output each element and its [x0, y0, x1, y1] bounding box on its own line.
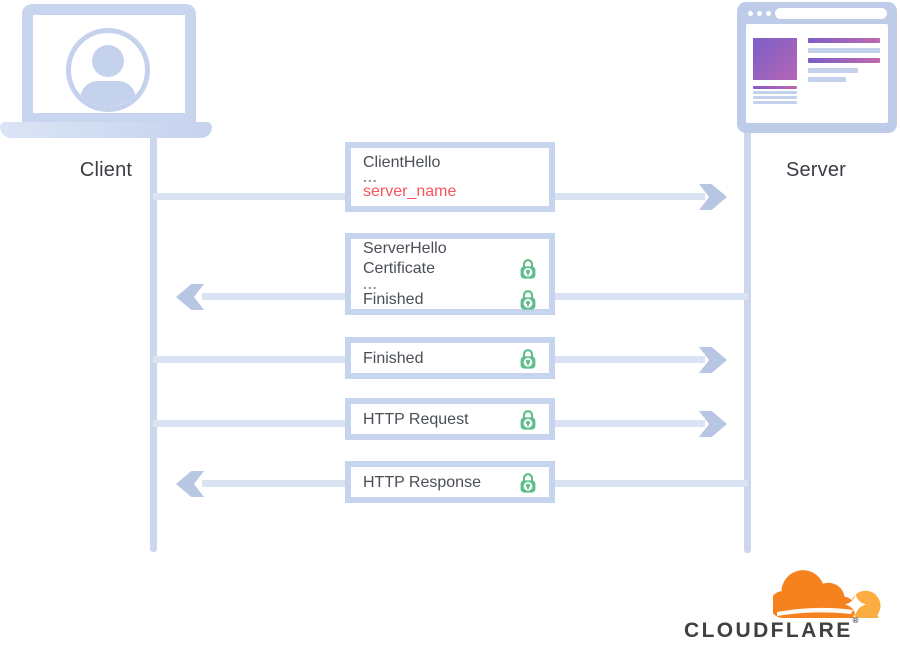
content-image-placeholder: [753, 38, 797, 80]
server-lifeline: [744, 132, 751, 553]
client-label: Client: [79, 159, 133, 181]
client-lifeline: [150, 132, 157, 552]
lock-icon: [519, 258, 537, 279]
content-line: [808, 77, 846, 82]
message-box-http-response: HTTP Response: [345, 461, 555, 503]
lock-icon: [519, 289, 537, 310]
message-text: HTTP Request: [363, 410, 469, 428]
laptop-screen: [22, 4, 196, 124]
message-text: Finished: [363, 349, 424, 367]
message-row: Finished: [363, 289, 537, 310]
content-line: [808, 38, 880, 43]
content-line: [808, 68, 858, 73]
lock-icon: [519, 472, 537, 493]
cloudflare-wordmark: CLOUDFLARE®: [684, 616, 859, 643]
message-text: HTTP Response: [363, 473, 481, 491]
avatar-body: [80, 81, 136, 107]
message-ellipsis: ...: [363, 169, 378, 185]
arrow-head-icon: [176, 471, 204, 497]
address-bar: [775, 8, 887, 19]
message-row: Finished: [363, 348, 537, 369]
user-avatar-icon: [66, 28, 150, 112]
browser-dot-icon: [748, 11, 753, 16]
message-row: HTTP Request: [363, 409, 537, 430]
content-line: [753, 91, 797, 94]
cloudflare-logo: CLOUDFLARE®: [680, 566, 890, 652]
avatar-head: [92, 45, 124, 77]
content-line: [753, 96, 797, 99]
message-row: Certificate: [363, 258, 537, 279]
cloudflare-cloud-icon: [773, 570, 881, 618]
message-text: ServerHello: [363, 239, 447, 257]
laptop-base: [0, 122, 212, 138]
message-row: HTTP Response: [363, 472, 537, 493]
message-ellipsis: ...: [363, 275, 378, 292]
browser-content: [746, 24, 888, 123]
message-box-finished: Finished: [345, 337, 555, 379]
message-box-serverhello: ServerHello Certificate ... Finished: [345, 233, 555, 315]
content-line: [753, 86, 797, 89]
registered-mark: ®: [852, 616, 859, 625]
browser-dot-icon: [766, 11, 771, 16]
message-text: Finished: [363, 290, 424, 308]
content-line: [753, 101, 797, 104]
lock-icon: [519, 409, 537, 430]
message-box-http-request: HTTP Request: [345, 398, 555, 440]
wordmark-text: CLOUDFLARE: [684, 619, 853, 642]
message-text: ClientHello: [363, 154, 441, 171]
lock-icon: [519, 348, 537, 369]
browser-dot-icon: [757, 11, 762, 16]
server-label: Server: [785, 159, 847, 181]
arrow-head-icon: [176, 284, 204, 310]
client-laptop-icon: [0, 4, 212, 138]
message-box-clienthello: ClientHello ... server_name: [345, 142, 555, 212]
content-line: [808, 58, 880, 63]
server-browser-icon: [737, 2, 897, 133]
content-line: [808, 48, 880, 53]
message-text-server-name: server_name: [363, 183, 457, 200]
message-text: Certificate: [363, 259, 436, 277]
